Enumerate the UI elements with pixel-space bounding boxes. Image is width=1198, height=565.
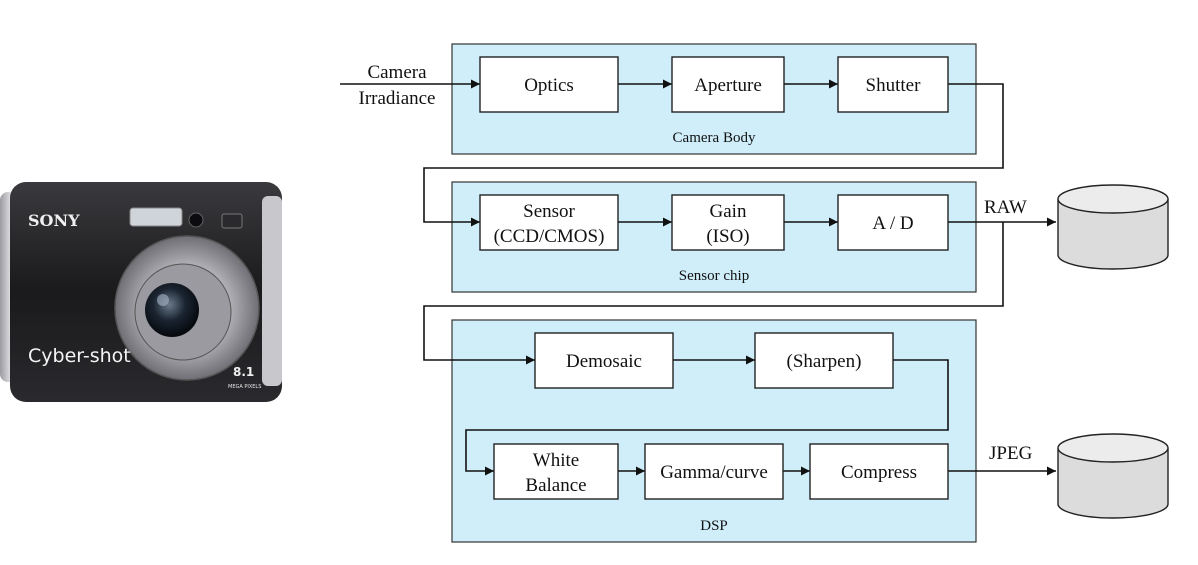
viewfinder-icon — [221, 213, 243, 229]
dsp-region-label: DSP — [700, 518, 728, 534]
block-gain: Gain (ISO) — [671, 194, 785, 251]
block-ad: A / D — [837, 194, 949, 251]
dsp-region — [451, 319, 977, 543]
block-ad-box — [837, 194, 949, 251]
jpeg-storage-top — [1057, 433, 1169, 463]
arrow-shutter-to-sensor — [423, 83, 1004, 227]
sensor-chip-region-label: Sensor chip — [679, 268, 749, 284]
block-optics-label: Optics — [524, 75, 574, 96]
block-ad-label: A / D — [872, 213, 913, 234]
block-white-balance: White Balance — [493, 443, 619, 500]
block-gamma: Gamma/curve — [644, 443, 784, 500]
block-gamma-label: Gamma/curve — [660, 462, 768, 483]
camera-megapixels-label: 8.1 — [233, 365, 254, 379]
camera-right-edge — [262, 196, 282, 386]
block-sensor: Sensor (CCD/CMOS) — [479, 194, 619, 251]
lens-highlight-icon — [157, 294, 169, 306]
block-shutter-box — [837, 56, 949, 113]
jpeg-storage-icon — [1057, 433, 1169, 519]
af-assist-icon — [188, 212, 204, 228]
block-demosaic-label: Demosaic — [566, 351, 642, 372]
block-aperture-box — [671, 56, 785, 113]
block-optics-box — [479, 56, 619, 113]
arrow-sharpen-to-white-balance — [465, 359, 949, 476]
arrow-ad-to-demosaic — [423, 222, 1004, 365]
block-sharpen: (Sharpen) — [754, 332, 894, 389]
flash-icon — [129, 207, 183, 227]
connections — [340, 79, 1056, 476]
block-sharpen-box — [754, 332, 894, 389]
camera-illustration: SONY Cyber-shot 8.1 MEGA PIXELS — [0, 182, 282, 402]
raw-storage-body — [1057, 199, 1169, 270]
camera-megapixels-caption: MEGA PIXELS — [228, 384, 261, 390]
block-gain-label-line1: Gain — [710, 201, 747, 222]
lens-glass-icon — [145, 283, 199, 337]
raw-storage-top — [1057, 184, 1169, 214]
block-shutter-label: Shutter — [866, 75, 922, 96]
block-compress-box — [809, 443, 949, 500]
camera-irradiance-label-line1: Camera — [367, 62, 427, 83]
block-white-balance-label-line1: White — [533, 450, 579, 471]
block-gamma-box — [644, 443, 784, 500]
block-sensor-label-line2: (CCD/CMOS) — [494, 226, 605, 247]
block-compress: Compress — [809, 443, 949, 500]
block-gain-box — [671, 194, 785, 251]
block-sensor-box — [479, 194, 619, 251]
camera-irradiance-label-line2: Irradiance — [359, 88, 436, 109]
jpeg-storage-body — [1057, 448, 1169, 519]
block-gain-label-line2: (ISO) — [706, 226, 749, 247]
camera-model-label: Cyber-shot — [28, 345, 131, 367]
camera-body-region-label: Camera Body — [673, 130, 756, 146]
block-aperture-label: Aperture — [694, 75, 762, 96]
block-compress-label: Compress — [841, 462, 917, 483]
block-white-balance-label-line2: Balance — [525, 475, 586, 496]
block-sharpen-label: (Sharpen) — [787, 351, 862, 372]
block-sensor-label-line1: Sensor — [523, 201, 575, 222]
block-shutter: Shutter — [837, 56, 949, 113]
block-demosaic-box — [534, 332, 674, 389]
raw-output-label: RAW — [984, 197, 1027, 218]
raw-storage-icon — [1057, 184, 1169, 270]
camera-brand-label: SONY — [28, 211, 80, 230]
block-white-balance-box — [493, 443, 619, 500]
jpeg-output-label: JPEG — [989, 443, 1033, 464]
block-demosaic: Demosaic — [534, 332, 674, 389]
block-aperture: Aperture — [671, 56, 785, 113]
block-optics: Optics — [479, 56, 619, 113]
